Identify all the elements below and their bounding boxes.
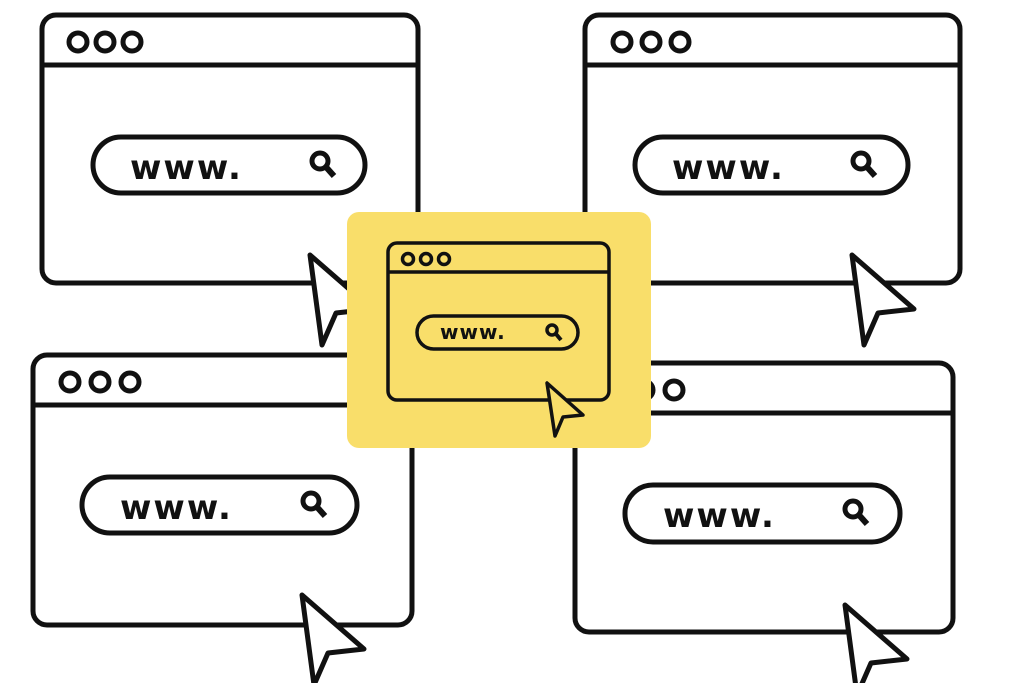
search-icon[interactable] bbox=[842, 498, 870, 526]
url-bar[interactable] bbox=[632, 134, 911, 196]
browser-window-3 bbox=[30, 352, 415, 628]
url-bar[interactable] bbox=[79, 474, 360, 536]
search-icon[interactable] bbox=[300, 490, 328, 518]
url-text: www. bbox=[130, 148, 243, 188]
cursor-arrow-icon bbox=[299, 592, 367, 683]
url-text: www. bbox=[440, 320, 506, 344]
url-bar[interactable] bbox=[90, 134, 368, 196]
url-bar[interactable] bbox=[415, 314, 580, 351]
browser-window-1 bbox=[39, 12, 421, 286]
url-text: www. bbox=[120, 488, 233, 528]
cursor-arrow-icon bbox=[849, 252, 917, 348]
search-icon[interactable] bbox=[850, 150, 878, 178]
window-frame bbox=[386, 241, 611, 402]
window-dots-icon bbox=[58, 370, 142, 394]
search-icon[interactable] bbox=[309, 150, 337, 178]
url-text: www. bbox=[663, 496, 776, 536]
cursor-arrow-icon bbox=[545, 381, 585, 438]
url-bar[interactable] bbox=[622, 482, 903, 545]
window-dots-icon bbox=[610, 30, 692, 54]
cursor-arrow-icon bbox=[842, 602, 910, 683]
browser-window-2 bbox=[582, 12, 963, 286]
url-text: www. bbox=[672, 148, 785, 188]
featured-browser-panel: www. bbox=[347, 212, 651, 448]
window-dots-icon bbox=[66, 30, 144, 54]
window-dots-icon bbox=[400, 251, 452, 267]
search-icon[interactable] bbox=[545, 323, 563, 342]
